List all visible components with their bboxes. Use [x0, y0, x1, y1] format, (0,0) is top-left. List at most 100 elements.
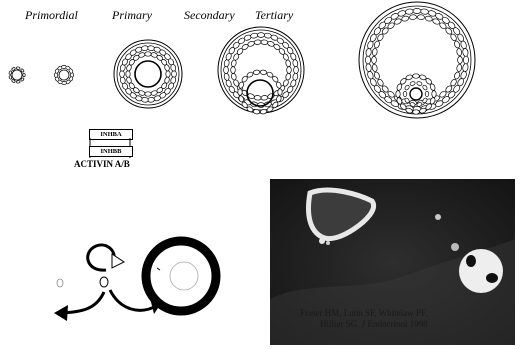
oocyte	[59, 70, 69, 80]
gene-group-label: ACTIVIN A/B	[74, 159, 130, 169]
granulosa-cell	[462, 48, 468, 57]
granulosa-cell	[172, 71, 177, 78]
granulosa-cell	[456, 64, 462, 72]
granulosa-cell	[126, 76, 132, 83]
small-mark	[157, 268, 160, 270]
autocrine-arrowhead	[112, 254, 124, 268]
granulosa-cell	[417, 14, 425, 19]
granulosa-cell	[254, 95, 261, 100]
citation-line-2: Hillier SG. J Endocrinol 1998	[300, 319, 515, 330]
primary-follicle	[114, 40, 182, 108]
cumulus-cell	[405, 74, 413, 81]
granulosa-cell	[170, 64, 176, 72]
granulosa-cell	[120, 71, 125, 78]
oocyte	[410, 88, 422, 100]
granulosa-cell	[23, 73, 25, 77]
tertiary-follicle	[359, 2, 475, 118]
granulosa-cell	[231, 67, 236, 74]
granulosa-cell	[9, 75, 12, 79]
granulosa-cell	[454, 71, 461, 79]
cumulus-cell	[429, 83, 436, 91]
granulosa-cell	[372, 64, 378, 72]
granulosa-cell	[454, 40, 461, 48]
oocyte	[135, 61, 161, 87]
cumulus-cell	[413, 110, 420, 114]
granulosa-cell	[150, 90, 157, 96]
cumulus-cell	[425, 91, 429, 96]
granulosa-cell	[254, 40, 261, 45]
granulosa-cell	[292, 59, 298, 67]
cumulus-cell	[413, 74, 420, 78]
granulosa-cell	[68, 68, 73, 74]
left-arrowhead	[54, 305, 68, 321]
granulosa-cell	[372, 56, 377, 63]
early-primary-follicle	[54, 65, 73, 84]
granulosa-cell	[287, 67, 292, 74]
granulosa-cell	[9, 71, 12, 75]
primordial-follicle	[9, 67, 26, 84]
gene-bracket	[80, 138, 140, 158]
granulosa-cell	[425, 15, 433, 22]
cumulus-cell	[404, 84, 410, 90]
cumulus-cell	[416, 81, 422, 86]
granulosa-cell	[367, 71, 374, 80]
secondary-follicle	[218, 27, 304, 114]
cumulus-cell	[278, 89, 282, 95]
follicle-stage-diagram	[0, 0, 521, 130]
granulosa-cell	[456, 48, 462, 56]
cumulus-cell	[432, 91, 436, 98]
granulosa-cell	[373, 40, 380, 48]
cumulus-cell	[260, 70, 267, 75]
oocyte	[247, 80, 273, 106]
cumulus-cell	[238, 95, 244, 103]
cumulus-cell	[403, 91, 407, 96]
left-paracrine-arrow	[62, 292, 104, 313]
granulosa-cell	[294, 66, 299, 73]
granulosa-cell	[462, 63, 468, 72]
autocrine-loop-arrow	[88, 245, 115, 270]
granulosa-cell	[231, 73, 237, 81]
granulosa-cell	[261, 95, 268, 100]
granulosa-cell	[365, 56, 370, 64]
granulosa-cell	[16, 67, 20, 70]
granulosa-cell	[463, 56, 468, 64]
cumulus-cell	[422, 84, 428, 90]
inner-oocyte-outline	[170, 262, 198, 290]
granulosa-cell	[16, 80, 20, 83]
granulosa-cell	[420, 8, 429, 14]
granulosa-cell	[373, 71, 380, 79]
granulosa-cell	[138, 52, 145, 58]
granulosa-cell	[126, 71, 130, 77]
granulosa-cell	[413, 8, 421, 13]
granulosa-cell	[250, 33, 258, 39]
follicle-thick-ring	[146, 241, 216, 311]
granulosa-cell	[257, 33, 264, 38]
cumulus-cell	[396, 91, 400, 98]
granulosa-cell	[405, 8, 414, 14]
cumulus-cell	[238, 81, 244, 89]
granulosa-cell	[458, 56, 463, 63]
granulosa-cell	[401, 15, 409, 22]
cumulus-cell	[253, 70, 260, 75]
granulosa-cell	[145, 52, 151, 56]
granulosa-cell	[224, 73, 230, 81]
signaling-schematic	[0, 170, 260, 349]
citation-line-1: Fraser HM, Lunn SF, Whitelaw PF,	[300, 308, 515, 319]
granulosa-cell	[409, 14, 417, 19]
granulosa-cell	[365, 63, 371, 72]
granulosa-cell	[261, 40, 268, 45]
cumulus-cell	[238, 89, 242, 95]
granulosa-cell	[365, 48, 371, 57]
granulosa-cell	[164, 64, 170, 71]
cumulus-cell	[410, 81, 416, 86]
cumulus-cell	[276, 81, 282, 89]
granulosa-cell	[166, 71, 170, 77]
granulosa-cell	[145, 92, 151, 96]
granulosa-cell	[285, 59, 291, 67]
granulosa-cell	[247, 40, 255, 47]
theca-layer	[363, 6, 471, 114]
granulosa-cell	[372, 48, 378, 56]
small-cell-outline	[57, 279, 63, 287]
citation-text: Fraser HM, Lunn SF, Whitelaw PF, Hillier…	[300, 308, 515, 330]
granulosa-cell	[224, 66, 229, 73]
